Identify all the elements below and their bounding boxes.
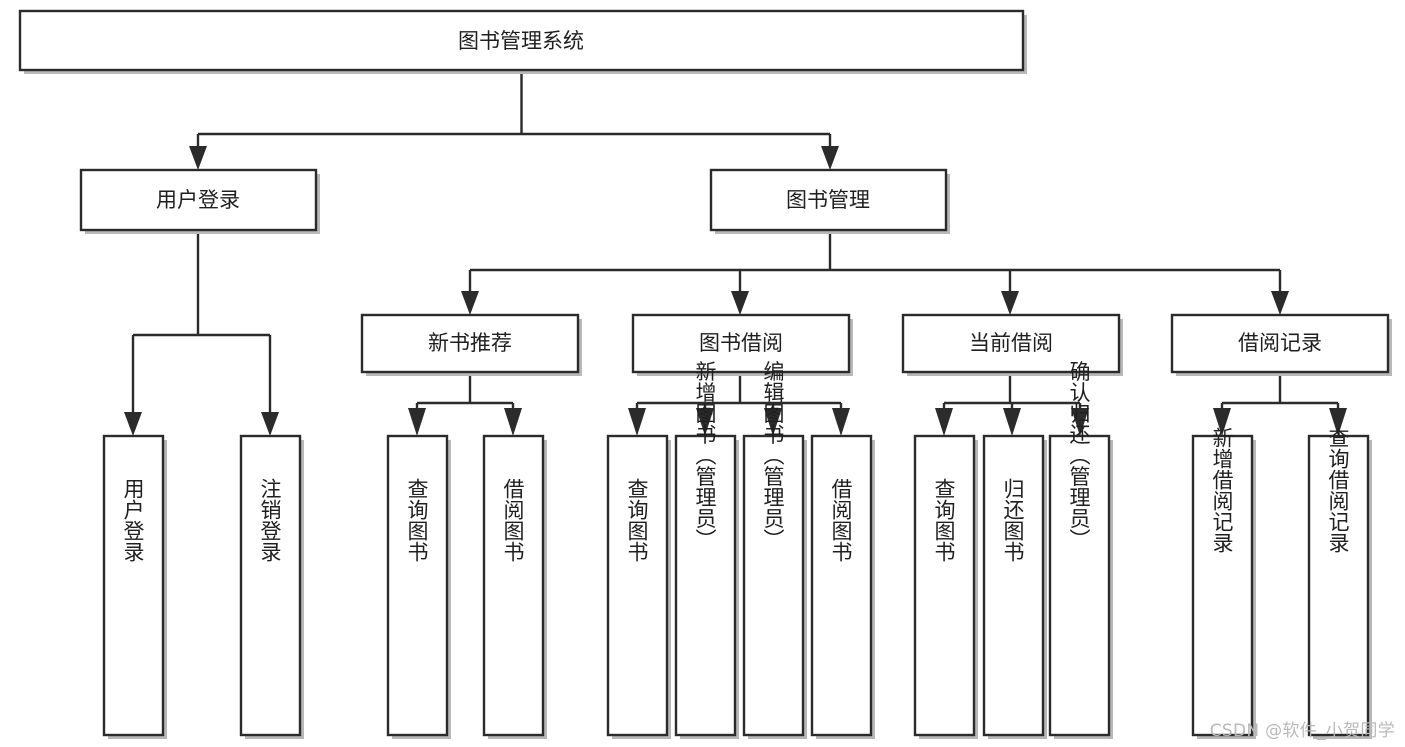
leaf-10-box: [1048, 434, 1111, 737]
leaf-user-login[interactable]: 用户登录: [102, 434, 167, 739]
l2-1-box: [709, 168, 948, 232]
l3-2-box: [901, 313, 1121, 374]
arrowhead-leaf-1-icon: [261, 412, 279, 436]
arrowhead-l3-0-icon: [461, 291, 479, 315]
leaf-7-label: 借阅图书: [829, 478, 853, 562]
l3-3-label: 借阅记录: [1238, 331, 1322, 355]
l3-0-box: [360, 313, 580, 374]
node-borrow-record[interactable]: 借阅记录: [1170, 313, 1392, 376]
arrowhead-leaf-0-icon: [124, 412, 142, 436]
arrowhead-leaf-9-icon: [1003, 408, 1021, 436]
leaf-borrow-book-2[interactable]: 借阅图书: [810, 434, 875, 739]
leaf-2-label: 查询图书: [405, 478, 429, 562]
arrowhead-leaf-8-icon: [935, 408, 953, 436]
leaf-1-box: [239, 434, 302, 737]
leaf-borrow-book-1[interactable]: 借阅图书: [482, 434, 547, 739]
arrowhead-leaf-12-icon: [1329, 408, 1347, 436]
leaf-query-book-2[interactable]: 查询图书: [606, 434, 671, 739]
l3-3-box: [1170, 313, 1390, 374]
leaf-1-label: 注销登录: [258, 478, 282, 562]
leaf-4-label: 查询图书: [625, 478, 649, 562]
node-book-management[interactable]: 图书管理: [709, 168, 950, 234]
leaf-5-label: 新增图书（管理员）: [693, 361, 717, 550]
leaf-query-book-1[interactable]: 查询图书: [386, 434, 451, 739]
leaf-8-box: [913, 434, 976, 737]
l2-1-label: 图书管理: [786, 188, 870, 212]
leaf-query-book-3[interactable]: 查询图书: [913, 434, 978, 739]
l2-0-label: 用户登录: [156, 188, 240, 212]
arrowhead-l3-2-icon: [1001, 291, 1019, 315]
leaf-confirm-return-admin[interactable]: 确认归还（管理员）: [1048, 361, 1113, 740]
leaf-0-box: [102, 434, 165, 737]
leaf-logout[interactable]: 注销登录: [239, 434, 304, 739]
node-book-borrow[interactable]: 图书借阅: [631, 313, 853, 376]
arrowhead-leaf-2-icon: [408, 408, 426, 436]
l3-1-box: [631, 313, 851, 374]
l3-0-label: 新书推荐: [428, 331, 512, 355]
leaf-add-book-admin[interactable]: 新增图书（管理员）: [674, 361, 739, 740]
leaf-5-box: [674, 434, 737, 737]
l3-1-label: 图书借阅: [699, 331, 783, 355]
leaf-4-box: [606, 434, 669, 737]
leaf-11-box: [1191, 434, 1254, 737]
root-label: 图书管理系统: [458, 29, 584, 53]
arrowhead-l2-1-icon: [821, 146, 839, 170]
arrowhead-leaf-4-icon: [628, 408, 646, 436]
leaf-edit-book-admin[interactable]: 编辑图书（管理员）: [742, 361, 807, 740]
leaf-11-label: 新增借阅记录: [1210, 427, 1234, 553]
leaf-12-box: [1307, 434, 1370, 737]
leaf-3-label: 借阅图书: [501, 478, 525, 562]
leaf-9-box: [982, 434, 1045, 737]
leaf-3-box: [482, 434, 545, 737]
leaf-8-label: 查询图书: [932, 478, 956, 562]
arrowhead-leaf-7-icon: [832, 408, 850, 436]
leaf-7-box: [810, 434, 873, 737]
arrowhead-leaf-10-icon: [1071, 408, 1089, 436]
arrowhead-leaf-3-icon: [504, 408, 522, 436]
arrowhead-l3-3-icon: [1271, 291, 1289, 315]
leaf-12-label: 查询借阅记录: [1326, 427, 1350, 553]
root-box: [18, 9, 1025, 72]
leaf-add-borrow-record[interactable]: 新增借阅记录: [1191, 427, 1256, 739]
l3-2-label: 当前借阅: [969, 331, 1053, 355]
arrowhead-l3-1-icon: [731, 291, 749, 315]
leaf-0-label: 用户登录: [121, 478, 145, 562]
leaf-query-borrow-record[interactable]: 查询借阅记录: [1307, 427, 1372, 739]
connector-layer: [124, 70, 1347, 436]
leaf-6-box: [742, 434, 805, 737]
leaf-return-book[interactable]: 归还图书: [982, 434, 1047, 739]
arrowhead-leaf-6-icon: [764, 408, 782, 436]
leaf-9-label: 归还图书: [1001, 478, 1025, 562]
arrowhead-l2-0-icon: [189, 146, 207, 170]
node-root[interactable]: 图书管理系统: [18, 9, 1027, 74]
leaf-2-box: [386, 434, 449, 737]
leaf-10-label: 确认归还（管理员）: [1067, 361, 1091, 550]
node-new-book-recommend[interactable]: 新书推荐: [360, 313, 582, 376]
node-current-borrow[interactable]: 当前借阅: [901, 313, 1123, 376]
arrowhead-leaf-5-icon: [696, 408, 714, 436]
node-user-login[interactable]: 用户登录: [79, 168, 320, 234]
l2-0-box: [79, 168, 318, 232]
leaf-6-label: 编辑图书（管理员）: [761, 361, 785, 550]
arrowhead-leaf-11-icon: [1213, 408, 1231, 436]
